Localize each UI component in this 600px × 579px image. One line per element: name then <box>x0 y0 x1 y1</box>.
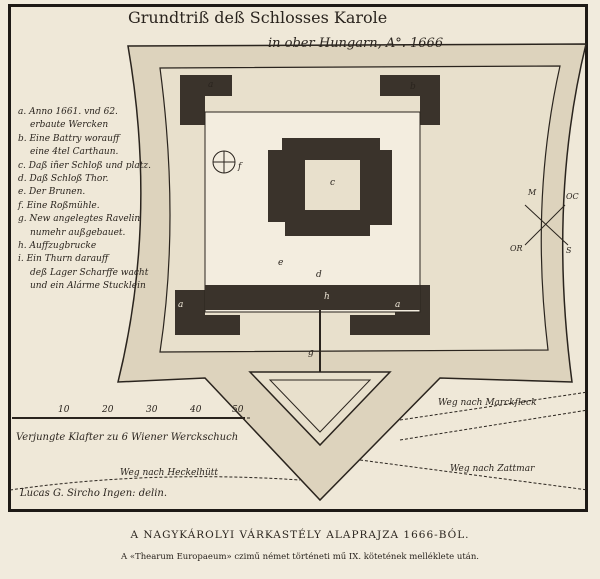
map-letter-h: h <box>324 292 330 302</box>
scale-tick-50: 50 <box>232 405 244 415</box>
map-letter-a2: a <box>178 300 184 310</box>
legend-e: e. Der Brunen. <box>18 187 86 198</box>
legend-a-cont: erbaute Wercken <box>30 120 109 131</box>
road-zattmar: Weg nach Zattmar <box>450 464 535 474</box>
compass-s: S <box>566 246 572 255</box>
legend-g-cont: numehr außgebauet. <box>30 227 126 238</box>
road-marckfleck: Weg nach Marckfleck <box>438 398 537 408</box>
map-letter-f: f <box>238 162 242 172</box>
scale-tick-20: 20 <box>102 405 114 415</box>
legend-b: b. Eine Battry worauff <box>18 133 120 144</box>
map-subtitle: in ober Hungarn, A°. 1666 <box>268 36 444 51</box>
scale-tick-30: 30 <box>146 405 158 415</box>
caption-subtitle: A «Thearum Europaeum» czimű német történ… <box>120 552 479 562</box>
map-letter-b: b <box>410 82 416 92</box>
legend-a: a. Anno 1661. vnd 62. <box>18 107 118 117</box>
legend-i: i. Ein Thurn darauff <box>18 254 109 265</box>
legend-g: g. New angelegtes Ravelin <box>18 214 141 225</box>
compass-or: OR <box>510 244 523 253</box>
caption-title: A NAGYKÁROLYI VÁRKASTÉLY ALAPRAJZA 1666-… <box>130 529 470 541</box>
compass-m: M <box>528 188 537 197</box>
road-heckelhutt: Weg nach Heckelhütt <box>120 468 219 478</box>
compass-oc: OC <box>566 192 579 201</box>
legend-h: h. Auffzugbrucke <box>18 241 97 252</box>
scale-label: Verjungte Klafter zu 6 Wiener Werckschuc… <box>16 432 239 443</box>
map-letter-a3: a <box>395 300 401 310</box>
legend-c: c. Daß iñer Schloß und platz. <box>18 160 151 171</box>
map-letter-e: e <box>278 258 284 268</box>
map-letter-g: g <box>308 348 314 358</box>
legend-i-cont: deß Lager Scharffe wacht <box>30 267 149 278</box>
compass-rose <box>524 204 569 246</box>
signature: Lucas G. Sircho Ingen: delin. <box>20 488 168 499</box>
map-letter-c: c <box>330 178 336 188</box>
legend-b-cont: eine 4tel Carthaun. <box>30 147 119 158</box>
legend-f: f. Eine Roßmühle. <box>18 200 100 211</box>
legend: a. Anno 1661. vnd 62. erbaute Wercken b.… <box>18 106 151 294</box>
map-letter-d: d <box>316 270 322 280</box>
legend-i-cont2: und ein Alárme Stucklein <box>30 281 146 292</box>
scale-tick-40: 40 <box>190 405 202 415</box>
map-letter-a: a <box>208 80 214 90</box>
scale-tick-10: 10 <box>58 405 70 415</box>
map-title: Grundtriß deß Schlosses Karole <box>128 8 388 27</box>
legend-d: d. Daß Schloß Thor. <box>18 174 109 185</box>
